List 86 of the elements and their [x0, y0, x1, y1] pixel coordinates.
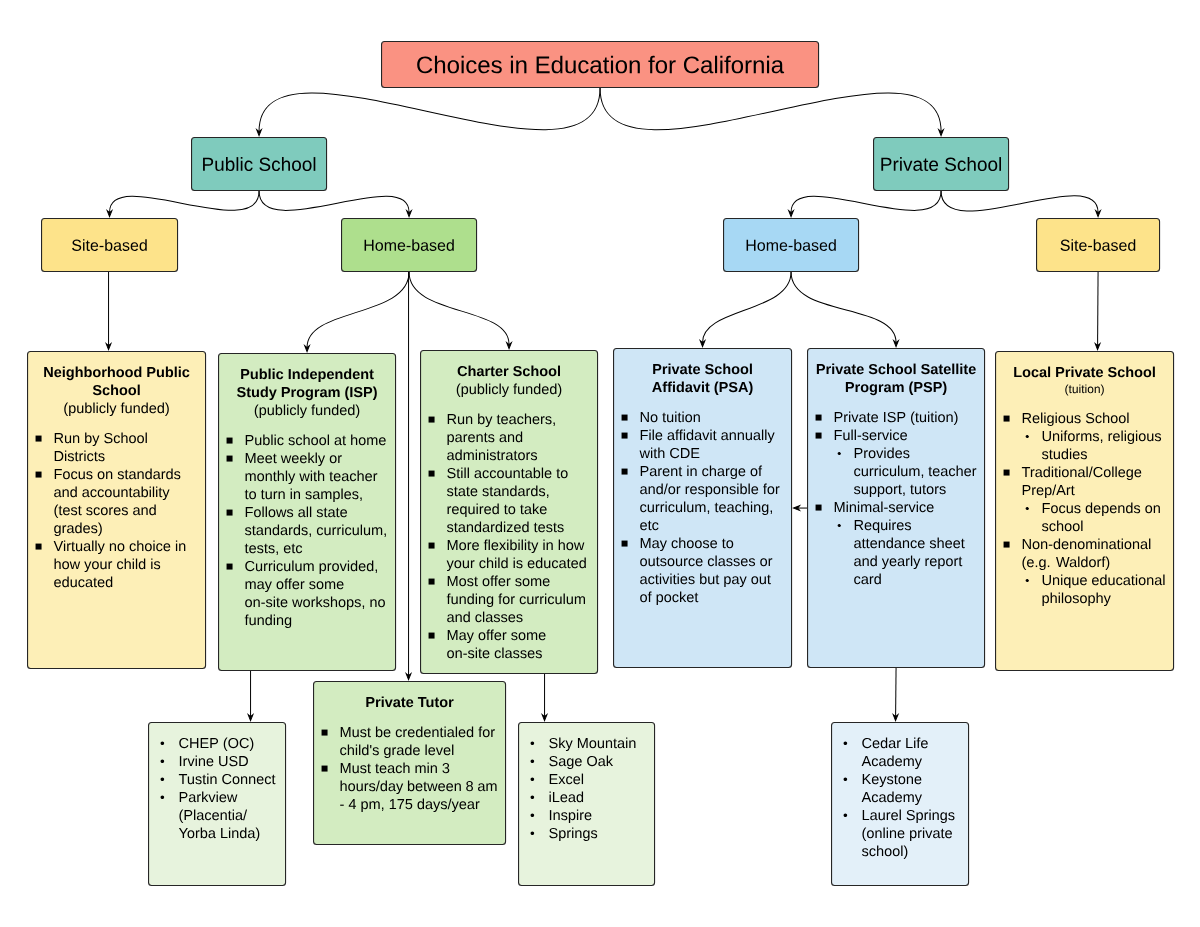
arrow	[256, 87, 601, 137]
list-box	[148, 722, 287, 887]
arrow	[940, 190, 1101, 218]
box-heading: Private Tutor	[366, 696, 454, 708]
bullet-item: No tuition	[621, 411, 700, 423]
arrow	[408, 271, 512, 350]
box-subtitle: (publicly funded)	[254, 404, 360, 419]
bullet-item: Meet weekly or monthly with teacher to turn in samples,	[226, 452, 378, 503]
bullet-item: Religious School	[1003, 412, 1129, 427]
category-box: Private School	[873, 137, 1010, 192]
bullet-item: Cedar Life Academy	[843, 737, 928, 770]
arrow	[892, 667, 899, 722]
box-heading: Private School Satellite Program (PSP)	[816, 363, 976, 396]
bullet-item: Keystone Academy	[843, 774, 922, 806]
bullet-item: Must teach min 3 hours/day between 8 am - 4 pm, 175 days/year	[321, 762, 497, 813]
bullet-item: Run by School Districts	[35, 432, 147, 462]
bullet-item: Sky Mountain	[530, 737, 636, 752]
bullet-item: More flexibility in how your child is educated	[428, 539, 586, 572]
bullet-item: Must be credentialed for child's grade level	[321, 726, 495, 759]
bullet-item: Springs	[530, 827, 598, 842]
arrow	[793, 505, 808, 511]
bullet-item: Parkview (Placentia/ Yorba Linda)	[160, 791, 260, 842]
bullet-item: Parent in charge of and/or responsible for curriculum, teaching, etc	[621, 465, 780, 531]
info-box	[27, 351, 207, 670]
bullet-item: Sage Oak	[530, 755, 614, 770]
category-box: Site-based	[1036, 218, 1161, 273]
bullet-item: Virtually no choice in how your child is educated	[35, 540, 186, 588]
list-box	[831, 722, 970, 887]
category-box: Home-based	[341, 218, 478, 273]
sub-bullet-item: Provides curriculum, teacher support, tutors	[837, 447, 977, 498]
bullet-item: Irvine USD	[160, 755, 248, 767]
sub-bullet-item: Uniforms, religious studies	[1025, 430, 1162, 460]
box-heading: Local Private School	[1014, 366, 1155, 378]
bullet-item: Traditional/College Prep/Art	[1003, 466, 1142, 499]
box-subtitle: (publicly funded)	[456, 383, 562, 398]
arrow	[541, 673, 548, 722]
info-box	[420, 350, 599, 675]
sub-bullet-item: Unique educational philosophy	[1025, 574, 1165, 607]
arrow	[106, 190, 260, 218]
bullet-item: Full-service	[815, 429, 907, 441]
box-heading: Private School Affidavit (PSA)	[652, 363, 753, 396]
bullet-item: Laurel Springs (online private school)	[843, 809, 955, 860]
bullet-item: May choose to outsource classes or activities but pay out of pocket	[621, 537, 773, 606]
arrow	[1094, 271, 1101, 351]
box-heading: Charter School	[457, 365, 560, 377]
bullet-item: Focus on standards and accountability (test scores and grades)	[35, 468, 181, 537]
bullet-item: Run by teachers, parents and administrators	[428, 413, 555, 461]
bullet-item: File affidavit annually with CDE	[621, 429, 775, 459]
box-heading: Neighborhood Public School	[44, 366, 190, 396]
list-box	[518, 722, 656, 887]
sub-bullet-item: Focus depends on school	[1025, 502, 1160, 532]
bullet-item: iLead	[530, 791, 584, 803]
bullet-item: Non-denominational (e.g. Waldorf)	[1003, 538, 1151, 571]
bullet-item: Private ISP (tuition)	[815, 411, 958, 426]
category-box: Home-based	[723, 218, 860, 273]
bullet-item: Minimal-service	[815, 501, 934, 513]
info-box	[218, 353, 397, 672]
box-heading: Public Independent Study Program (ISP)	[237, 368, 377, 401]
info-box	[807, 348, 986, 669]
bullet-item: Tustin Connect	[160, 773, 276, 785]
bullet-item: CHEP (OC)	[160, 737, 254, 752]
arrow	[599, 87, 944, 137]
info-box	[995, 351, 1175, 672]
arrow	[699, 271, 792, 348]
arrow	[405, 271, 412, 681]
bullet-item: May offer some on-site classes	[428, 629, 546, 659]
sub-bullet-item: Requires attendance sheet and yearly report card	[837, 519, 965, 585]
bullet-item: Most offer some funding for curriculum and classes	[428, 575, 585, 623]
arrow	[258, 190, 412, 218]
category-box: Site-based	[41, 218, 179, 273]
arrow	[247, 670, 254, 722]
category-box: Public School	[191, 137, 328, 192]
arrow	[788, 190, 942, 218]
bullet-item: Excel	[530, 773, 584, 785]
info-box	[613, 348, 793, 669]
box-subtitle: (publicly funded)	[64, 402, 169, 417]
arrow	[105, 271, 112, 351]
arrow	[790, 271, 899, 348]
bullet-item: Follows all state standards, curriculum, tests, etc	[226, 506, 386, 555]
box-subtitle: (tuition)	[1065, 384, 1104, 396]
bullet-item: Curriculum provided, may offer some on-site workshops, no funding	[226, 560, 385, 629]
bullet-item: Inspire	[530, 809, 592, 824]
bullet-item: Still accountable to state standards, required to take standardized tests	[428, 467, 568, 533]
info-box	[313, 681, 507, 846]
bullet-item: Public school at home	[226, 434, 386, 446]
title-box: Choices in Education for California	[381, 41, 820, 89]
